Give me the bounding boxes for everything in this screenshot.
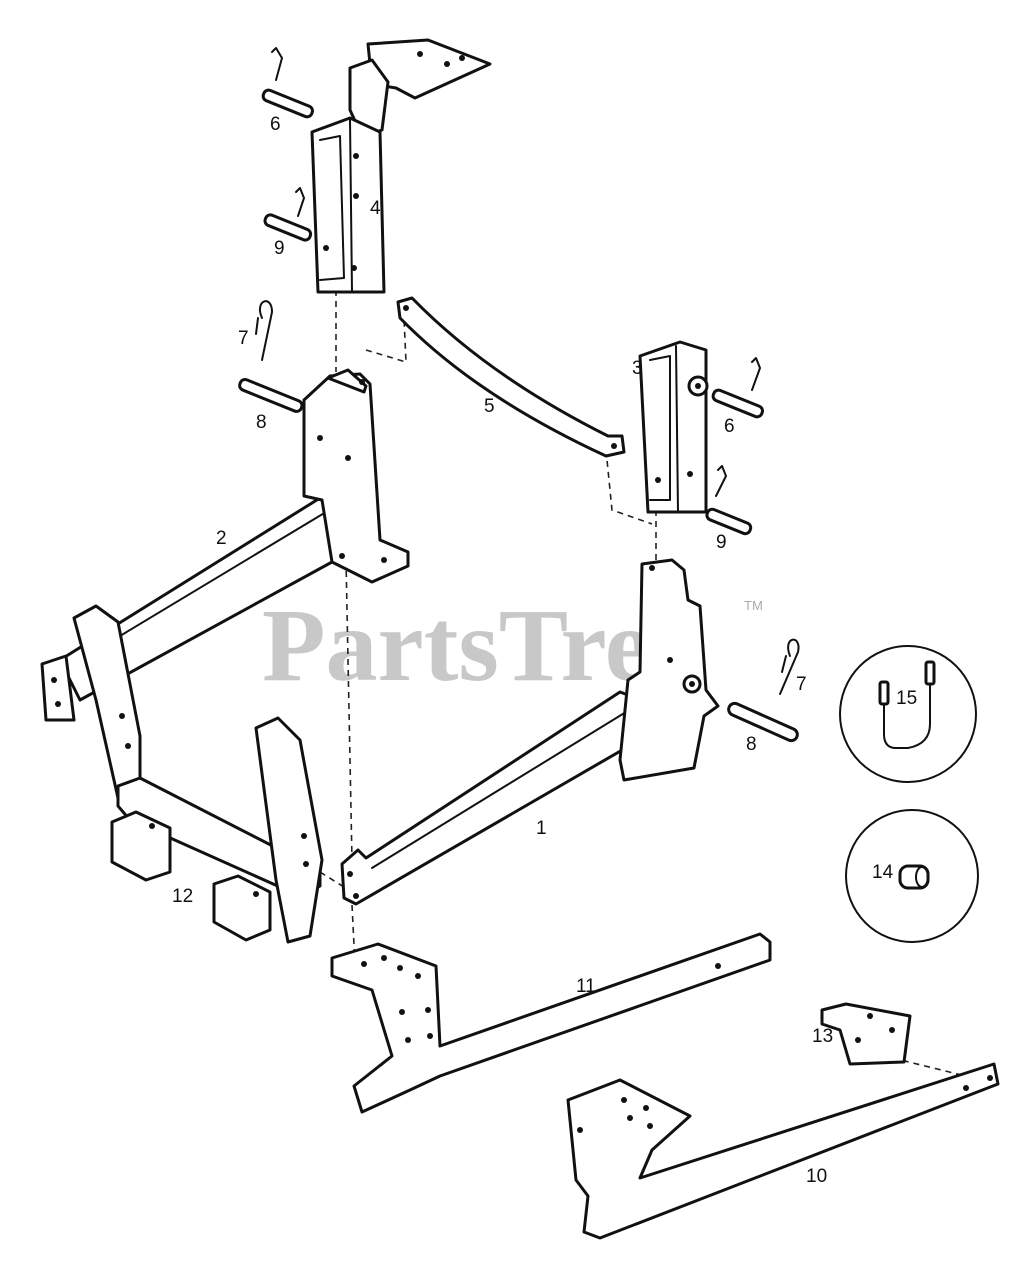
callout-7-right: 7 xyxy=(796,674,807,695)
callout-9-right: 9 xyxy=(716,532,727,553)
part-4-upper-bracket[interactable] xyxy=(310,38,492,294)
callout-8-right: 8 xyxy=(746,734,757,755)
pin-9-right[interactable] xyxy=(705,465,753,536)
part-12-front-crossmember[interactable] xyxy=(40,604,324,944)
watermark-trademark: TM xyxy=(744,598,763,613)
pin-6-upper[interactable] xyxy=(261,47,314,119)
callout-14: 14 xyxy=(872,862,894,883)
cotter-pin-7-left[interactable] xyxy=(255,300,273,361)
callout-15: 15 xyxy=(896,688,917,709)
callout-8-left: 8 xyxy=(256,412,267,433)
detail-circle-14 xyxy=(845,809,979,943)
callout-5: 5 xyxy=(484,396,495,417)
callout-1: 1 xyxy=(536,818,547,839)
part-11-left-support[interactable] xyxy=(330,932,772,1114)
detail-circle-15 xyxy=(839,645,977,783)
part-1-right-rail[interactable] xyxy=(340,558,720,906)
callout-9-upper: 9 xyxy=(274,238,285,259)
part-13-small-bracket[interactable] xyxy=(820,1002,912,1066)
callout-3: 3 xyxy=(632,358,643,379)
callout-labels: 6 4 9 7 8 5 3 6 9 2 7 8 15 14 1 12 11 13… xyxy=(172,114,917,1187)
callout-2: 2 xyxy=(216,528,227,549)
pin-9-upper[interactable] xyxy=(263,187,313,242)
part-3-right-bracket[interactable] xyxy=(638,340,709,514)
part-2-left-rail[interactable] xyxy=(58,368,410,702)
callout-11: 11 xyxy=(576,976,596,997)
callout-7-left: 7 xyxy=(238,328,249,349)
callout-10: 10 xyxy=(806,1166,827,1187)
watermark: PartsTree xyxy=(262,588,697,703)
callout-4: 4 xyxy=(370,198,381,219)
pin-6-right[interactable] xyxy=(711,357,764,419)
callout-6-right: 6 xyxy=(724,416,735,437)
callout-6-upper: 6 xyxy=(270,114,281,135)
callout-12: 12 xyxy=(172,886,193,907)
part-5-brace[interactable] xyxy=(396,296,626,458)
cotter-pin-7-right[interactable] xyxy=(779,638,800,695)
callout-13: 13 xyxy=(812,1026,833,1047)
pin-8-right[interactable] xyxy=(727,701,799,743)
pin-8-left[interactable] xyxy=(238,378,304,413)
part-10-right-support[interactable] xyxy=(566,1062,1000,1240)
